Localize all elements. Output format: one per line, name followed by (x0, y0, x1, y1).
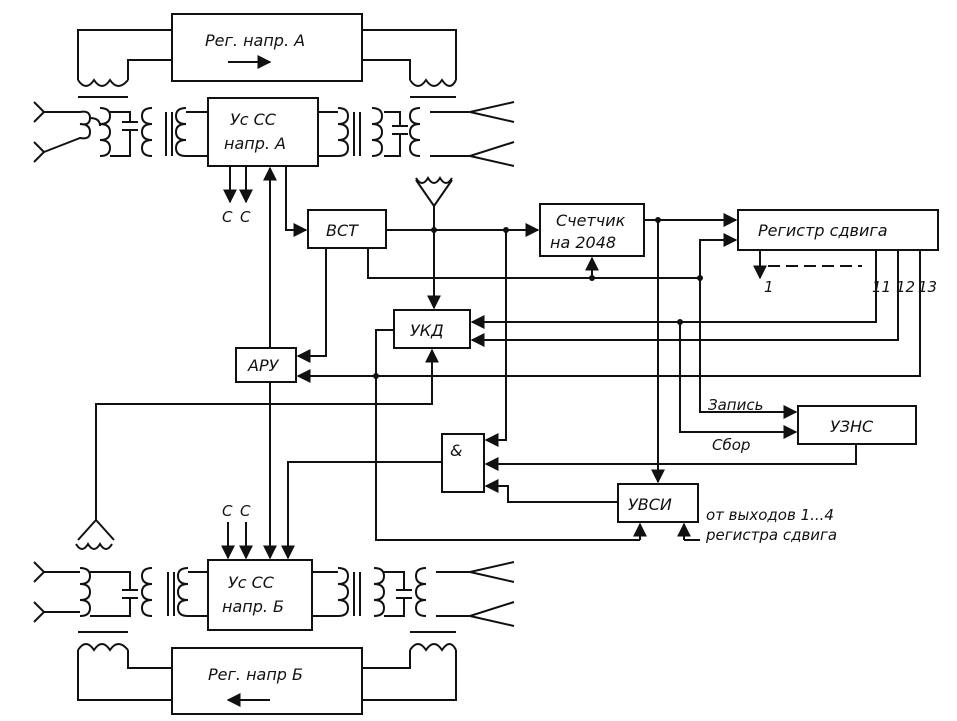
c-label-top-2: С (240, 208, 251, 226)
capacitor-a-left (110, 111, 138, 157)
terminal-b-left-2 (33, 601, 46, 623)
us-b-label-1: Ус СС (228, 573, 275, 592)
reg-b-block: Рег. напр Б (171, 647, 363, 715)
reg-b-left-wire (77, 650, 172, 701)
counter-label-2: на 2048 (550, 233, 616, 252)
coil-bottom-right (409, 643, 457, 652)
ukd-label: УКД (410, 321, 444, 340)
reg-out-1-label: 1 (764, 278, 774, 296)
transformer-b-right-2 (414, 567, 427, 617)
transformer-b-left-2b (176, 567, 189, 617)
coil-top-right (409, 78, 457, 87)
terminal-a-left-1 (33, 101, 46, 123)
counter-label-1: Счетчик (556, 211, 626, 230)
c-label-bot-2: С (240, 502, 251, 520)
transformer-b-left-2a (140, 567, 153, 617)
transformer-a-right-1b (371, 107, 384, 157)
coil-top-left (77, 78, 129, 87)
reg-a-left-wire2 (127, 59, 172, 80)
uvsi-block: УВСИ (617, 483, 699, 523)
c-label-bot-1: С (222, 502, 233, 520)
terminal-a-left-2 (33, 141, 46, 163)
and-gate-label: & (450, 441, 462, 460)
transformer-a-right-1a (337, 107, 350, 157)
coil-bottom-left (77, 643, 129, 652)
reg-a-left-wire (77, 29, 172, 80)
terminal-b-left-1 (33, 561, 46, 583)
aru-label: АРУ (247, 356, 280, 375)
vst-label: ВСТ (326, 221, 359, 240)
shift-register-label: Регистр сдвига (758, 221, 888, 240)
transformer-a-left-1 (99, 107, 112, 157)
line-a-right-wire (430, 101, 515, 123)
uzns-block: УЗНС (797, 405, 917, 445)
reg-b-right-wire (362, 650, 457, 701)
transformer-b-left-1 (79, 567, 92, 617)
reg-out-11-label: 11 (872, 278, 891, 296)
and-gate-block: & (441, 433, 485, 493)
transformer-a-left-2b (174, 107, 187, 157)
reg-a-block: Рег. напр. А (171, 13, 363, 82)
counter-block: Счетчик на 2048 (539, 203, 645, 257)
coil-antenna-b (75, 542, 113, 550)
transformer-b-right-1b (373, 567, 386, 617)
reg-a-right-wire2 (362, 59, 411, 80)
c-label-top-1: С (222, 208, 233, 226)
shift-register-block: Регистр сдвига (737, 209, 939, 251)
aru-block: АРУ (235, 347, 297, 383)
reg-out-12-label: 12 (896, 278, 915, 296)
transformer-b-right-1a (337, 567, 350, 617)
line-b-right-wire (436, 561, 515, 583)
vst-block: ВСТ (307, 209, 387, 249)
uzns-label: УЗНС (830, 417, 874, 436)
transformer-a-right-2 (408, 107, 421, 157)
reg-a-right-wire (362, 29, 457, 80)
reg-out-13-label: 13 (918, 278, 937, 296)
capacitor-a-right (384, 111, 408, 157)
note-line-1: от выходов 1...4 (706, 506, 834, 524)
coil-antenna-a (415, 176, 453, 184)
line-a-left-wire (43, 110, 101, 153)
ukd-block: УКД (393, 309, 471, 349)
us-a-label-2: напр. А (224, 134, 286, 153)
zapis-label: Запись (708, 396, 763, 414)
sbor-label: Сбор (712, 436, 750, 454)
transformer-a-left-2a (140, 107, 153, 157)
reg-b-label: Рег. напр Б (208, 665, 303, 684)
note-line-2: регистра сдвига (705, 526, 837, 544)
capacitor-b-left (90, 571, 138, 617)
uvsi-label: УВСИ (628, 495, 672, 514)
capacitor-b-right (384, 571, 412, 617)
us-a-block: Ус СС напр. А (207, 97, 319, 167)
reg-a-label: Рег. напр. А (205, 31, 305, 50)
us-b-label-2: напр. Б (222, 597, 284, 616)
us-b-block: Ус СС напр. Б (207, 559, 313, 631)
us-a-label-1: Ус СС (230, 110, 277, 129)
